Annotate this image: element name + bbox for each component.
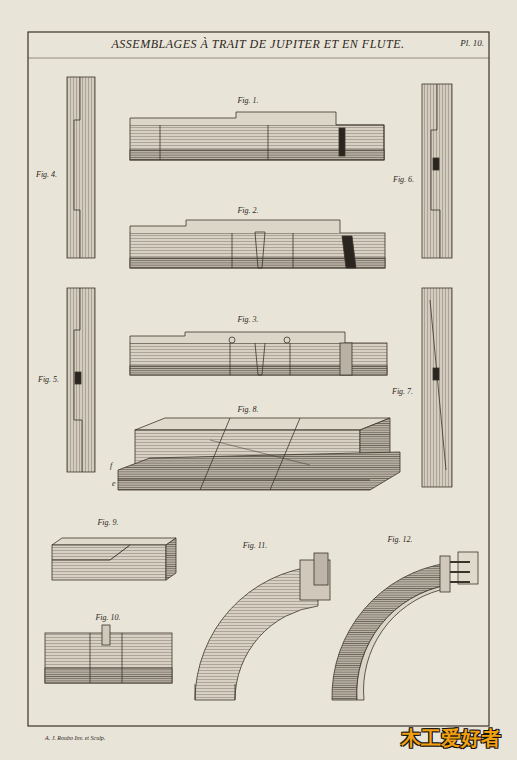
figure-label: Fig. 12. bbox=[387, 536, 412, 545]
figure-label: Fig. 10. bbox=[95, 614, 120, 623]
figure-label: Fig. 7. bbox=[392, 388, 413, 397]
figure-label: Fig. 6. bbox=[393, 176, 414, 185]
figure-label: Fig. 9. bbox=[97, 519, 118, 528]
watermark: 木工爱好者 bbox=[401, 727, 501, 749]
plate-number: Pl. 10. bbox=[460, 39, 484, 49]
engraver-signature: A. J. Roubo Inv. et Sculp. bbox=[45, 735, 105, 742]
figure-label: Fig. 3. bbox=[237, 316, 258, 325]
figure-label: Fig. 5. bbox=[38, 376, 59, 385]
figure-label: Fig. 8. bbox=[237, 406, 258, 415]
figure-label: Fig. 1. bbox=[237, 97, 258, 106]
letter-label: e bbox=[112, 480, 116, 489]
figure-label: Fig. 4. bbox=[36, 171, 57, 180]
figure-label: Fig. 2. bbox=[237, 207, 258, 216]
plate-title: ASSEMBLAGES À TRAIT DE JUPITER ET EN FLU… bbox=[111, 38, 404, 51]
letter-label: f bbox=[110, 462, 112, 471]
figure-label: Fig. 11. bbox=[243, 542, 268, 551]
